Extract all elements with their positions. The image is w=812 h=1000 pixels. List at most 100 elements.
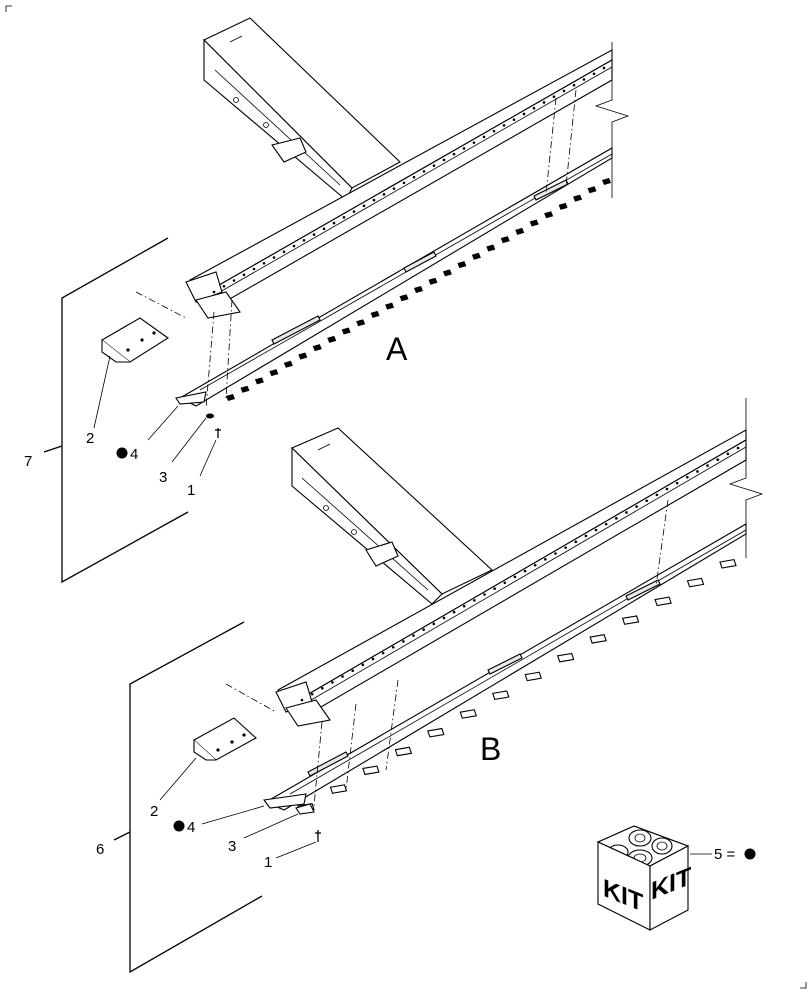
frame-hole <box>412 175 416 179</box>
frame-hole <box>533 563 537 567</box>
view-b: B 2 4 3 1 6 <box>96 398 764 974</box>
callout-1-b: 1 <box>264 854 272 871</box>
assembly-lines-a <box>135 89 577 409</box>
frame-hole <box>554 552 557 555</box>
group-leader-a <box>43 445 63 453</box>
nut-b <box>295 803 315 815</box>
callout-3-b: 3 <box>228 838 236 855</box>
filled-circle-icon <box>744 848 756 860</box>
knife-guard <box>686 577 705 588</box>
frame-hole <box>232 279 236 282</box>
frame-hole <box>372 198 376 202</box>
callout-2-b: 2 <box>150 803 158 820</box>
frame-hole <box>472 141 476 144</box>
frame-hole <box>442 158 446 162</box>
frame-hole <box>493 587 496 590</box>
view-label-b: B <box>480 731 501 767</box>
kit-box: KIT KIT 5 = <box>596 825 756 931</box>
frame-hole <box>382 193 386 196</box>
knife-guards-a <box>226 178 611 401</box>
frame-hole <box>594 528 598 532</box>
frame-hole <box>391 645 395 649</box>
frame-hole <box>483 593 486 596</box>
frame-hole <box>503 581 507 585</box>
cutter-bar-frame-a <box>185 49 613 319</box>
knife-guard <box>529 219 539 227</box>
frame-hole <box>351 669 354 672</box>
frame-hole <box>542 101 546 104</box>
frame-hole <box>665 487 669 491</box>
frame-hole <box>392 187 396 190</box>
knife-guard <box>544 211 554 219</box>
knife-guard <box>394 746 413 757</box>
view-a: A 2 4 3 1 7 <box>24 17 630 584</box>
frame-hole <box>362 204 366 208</box>
frame-hole <box>361 663 365 667</box>
kit-callout: 5 = <box>714 846 736 863</box>
group-leader-b <box>113 831 131 841</box>
frame-hole <box>302 239 306 242</box>
knife-guard <box>602 178 611 185</box>
crop-marks <box>5 5 807 989</box>
frame-hole <box>282 250 286 254</box>
knife-guard <box>719 558 737 569</box>
knife-section-b <box>263 793 307 809</box>
support-arm-b <box>291 427 493 605</box>
frame-hole <box>432 622 436 626</box>
frame-hole <box>212 290 216 294</box>
frame-hole <box>602 66 606 70</box>
frame-hole <box>252 267 256 271</box>
nut-a <box>206 413 214 419</box>
frame-hole <box>492 129 496 133</box>
frame-hole <box>592 72 596 76</box>
break-line-b <box>728 398 764 558</box>
frame-hole <box>615 517 618 520</box>
knife-guard <box>556 652 575 663</box>
group-bracket-a <box>61 237 189 584</box>
frame-hole <box>562 89 566 93</box>
knife-guard <box>327 335 337 343</box>
view-label-a: A <box>386 331 408 367</box>
frame-hole <box>452 152 456 156</box>
knife-guard <box>362 765 380 776</box>
knife-guard <box>442 269 452 277</box>
knife-guard <box>486 244 496 252</box>
frame-hole <box>532 106 536 110</box>
frame-hole <box>422 170 426 173</box>
frame-hole <box>422 628 425 631</box>
knife-guard <box>589 634 607 644</box>
callout-3-a: 3 <box>159 469 167 486</box>
callout-4-a: 4 <box>130 446 138 463</box>
frame-holes-b <box>300 446 740 702</box>
frame-hole <box>332 221 336 225</box>
knife-guard <box>254 377 264 385</box>
callout-4-b: 4 <box>187 819 195 836</box>
frame-hole <box>726 452 730 456</box>
knife-guard <box>385 302 395 310</box>
frame-hole <box>262 261 266 265</box>
frame-hole <box>544 558 547 561</box>
knife-guard <box>428 277 438 285</box>
knife-guard <box>370 310 380 318</box>
frame-hole <box>635 505 638 508</box>
frame-hole <box>645 499 649 503</box>
knife-guard <box>427 727 445 738</box>
frame-hole <box>412 634 415 637</box>
frame-hole <box>736 446 740 450</box>
frame-hole <box>402 181 406 185</box>
knife-guard <box>558 202 568 210</box>
mounting-plate-b <box>193 717 257 761</box>
callout-6: 6 <box>96 841 104 858</box>
frame-hole <box>625 511 628 514</box>
frame-hole <box>462 604 466 608</box>
frame-hole <box>312 233 316 236</box>
knife-guard <box>240 385 250 393</box>
support-arm-a <box>203 17 401 201</box>
frame-hole <box>552 95 556 99</box>
frame-hole <box>522 112 526 116</box>
callout-1-a: 1 <box>187 482 195 499</box>
knife-section-a <box>175 391 207 405</box>
frame-hole <box>272 256 276 259</box>
assembly-lines-b <box>225 499 669 807</box>
bolt-b <box>315 830 321 842</box>
